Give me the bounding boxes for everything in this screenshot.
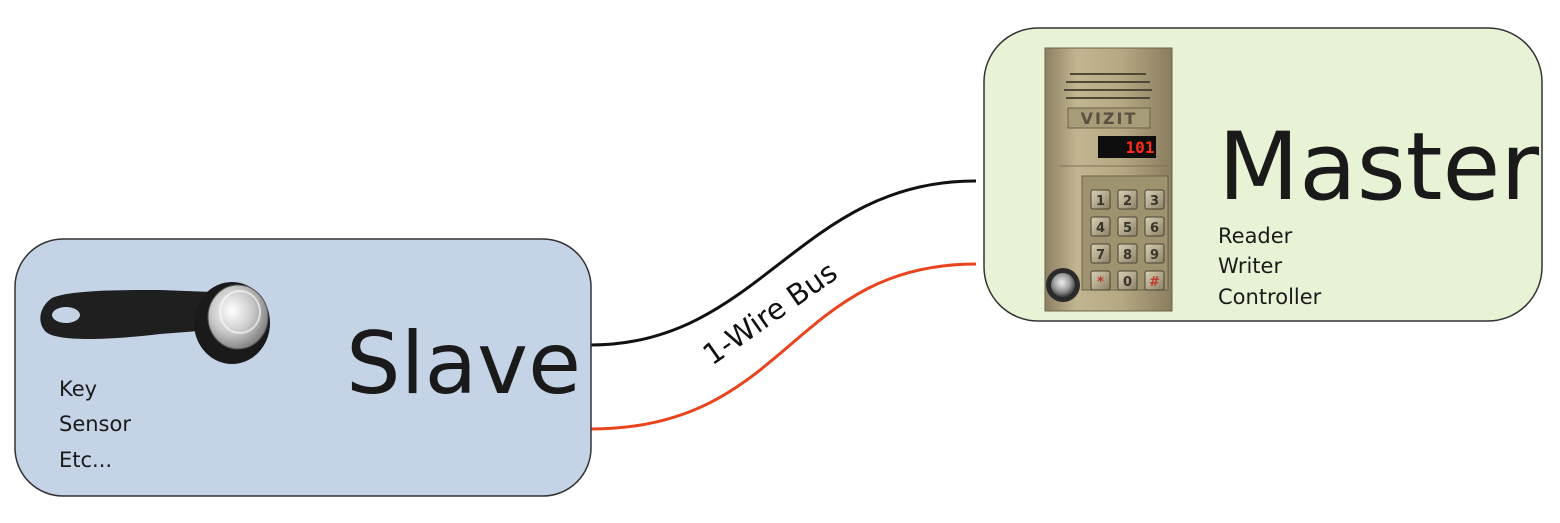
svg-text:8: 8 bbox=[1123, 248, 1132, 263]
master-item-reader: Reader bbox=[1218, 224, 1293, 248]
svg-text:#: # bbox=[1149, 275, 1160, 290]
svg-text:9: 9 bbox=[1150, 248, 1159, 263]
data-wire bbox=[590, 179, 977, 347]
speaker-grille bbox=[1064, 73, 1152, 99]
svg-text:1: 1 bbox=[1096, 194, 1105, 209]
svg-text:4: 4 bbox=[1096, 221, 1105, 236]
keypad-key-6: 6 bbox=[1144, 216, 1165, 237]
master-box: VIZIT 101 1 2 3 4 5 6 7 8 9 * 0 # Master Reader Wri… bbox=[983, 27, 1543, 322]
master-title: Master bbox=[1218, 113, 1539, 222]
keypad: 1 2 3 4 5 6 7 8 9 * 0 # bbox=[1090, 189, 1165, 291]
slave-item-etc: Etc... bbox=[59, 448, 112, 472]
svg-text:*: * bbox=[1097, 275, 1104, 290]
master-item-writer: Writer bbox=[1218, 254, 1282, 278]
master-item-controller: Controller bbox=[1218, 285, 1322, 309]
svg-text:0: 0 bbox=[1123, 275, 1132, 290]
slave-title: Slave bbox=[346, 314, 581, 414]
svg-text:2: 2 bbox=[1123, 194, 1132, 209]
keypad-key-hash: # bbox=[1144, 270, 1165, 291]
keypad-key-8: 8 bbox=[1117, 243, 1138, 264]
panel-brand: VIZIT bbox=[1081, 109, 1138, 128]
slave-item-key: Key bbox=[59, 377, 97, 401]
ibutton-key-fob-icon bbox=[40, 282, 270, 364]
keypad-key-4: 4 bbox=[1090, 216, 1111, 237]
svg-text:6: 6 bbox=[1150, 221, 1159, 236]
keypad-key-5: 5 bbox=[1117, 216, 1138, 237]
keypad-key-0: 0 bbox=[1117, 270, 1138, 291]
keypad-key-1: 1 bbox=[1090, 189, 1111, 210]
keypad-key-3: 3 bbox=[1144, 189, 1165, 210]
svg-text:3: 3 bbox=[1150, 194, 1159, 209]
keypad-key-7: 7 bbox=[1090, 243, 1111, 264]
intercom-panel-icon: VIZIT 101 1 2 3 4 5 6 7 8 9 * 0 # bbox=[1044, 47, 1173, 312]
svg-text:5: 5 bbox=[1123, 221, 1132, 236]
slave-item-sensor: Sensor bbox=[59, 412, 131, 436]
slave-box: Slave Key Sensor Etc... bbox=[14, 238, 592, 497]
keypad-key-star: * bbox=[1090, 270, 1111, 291]
ground-wire bbox=[590, 262, 977, 431]
keypad-key-9: 9 bbox=[1144, 243, 1165, 264]
keypad-key-2: 2 bbox=[1117, 189, 1138, 210]
svg-text:7: 7 bbox=[1096, 248, 1105, 263]
panel-display: 101 bbox=[1126, 138, 1155, 157]
